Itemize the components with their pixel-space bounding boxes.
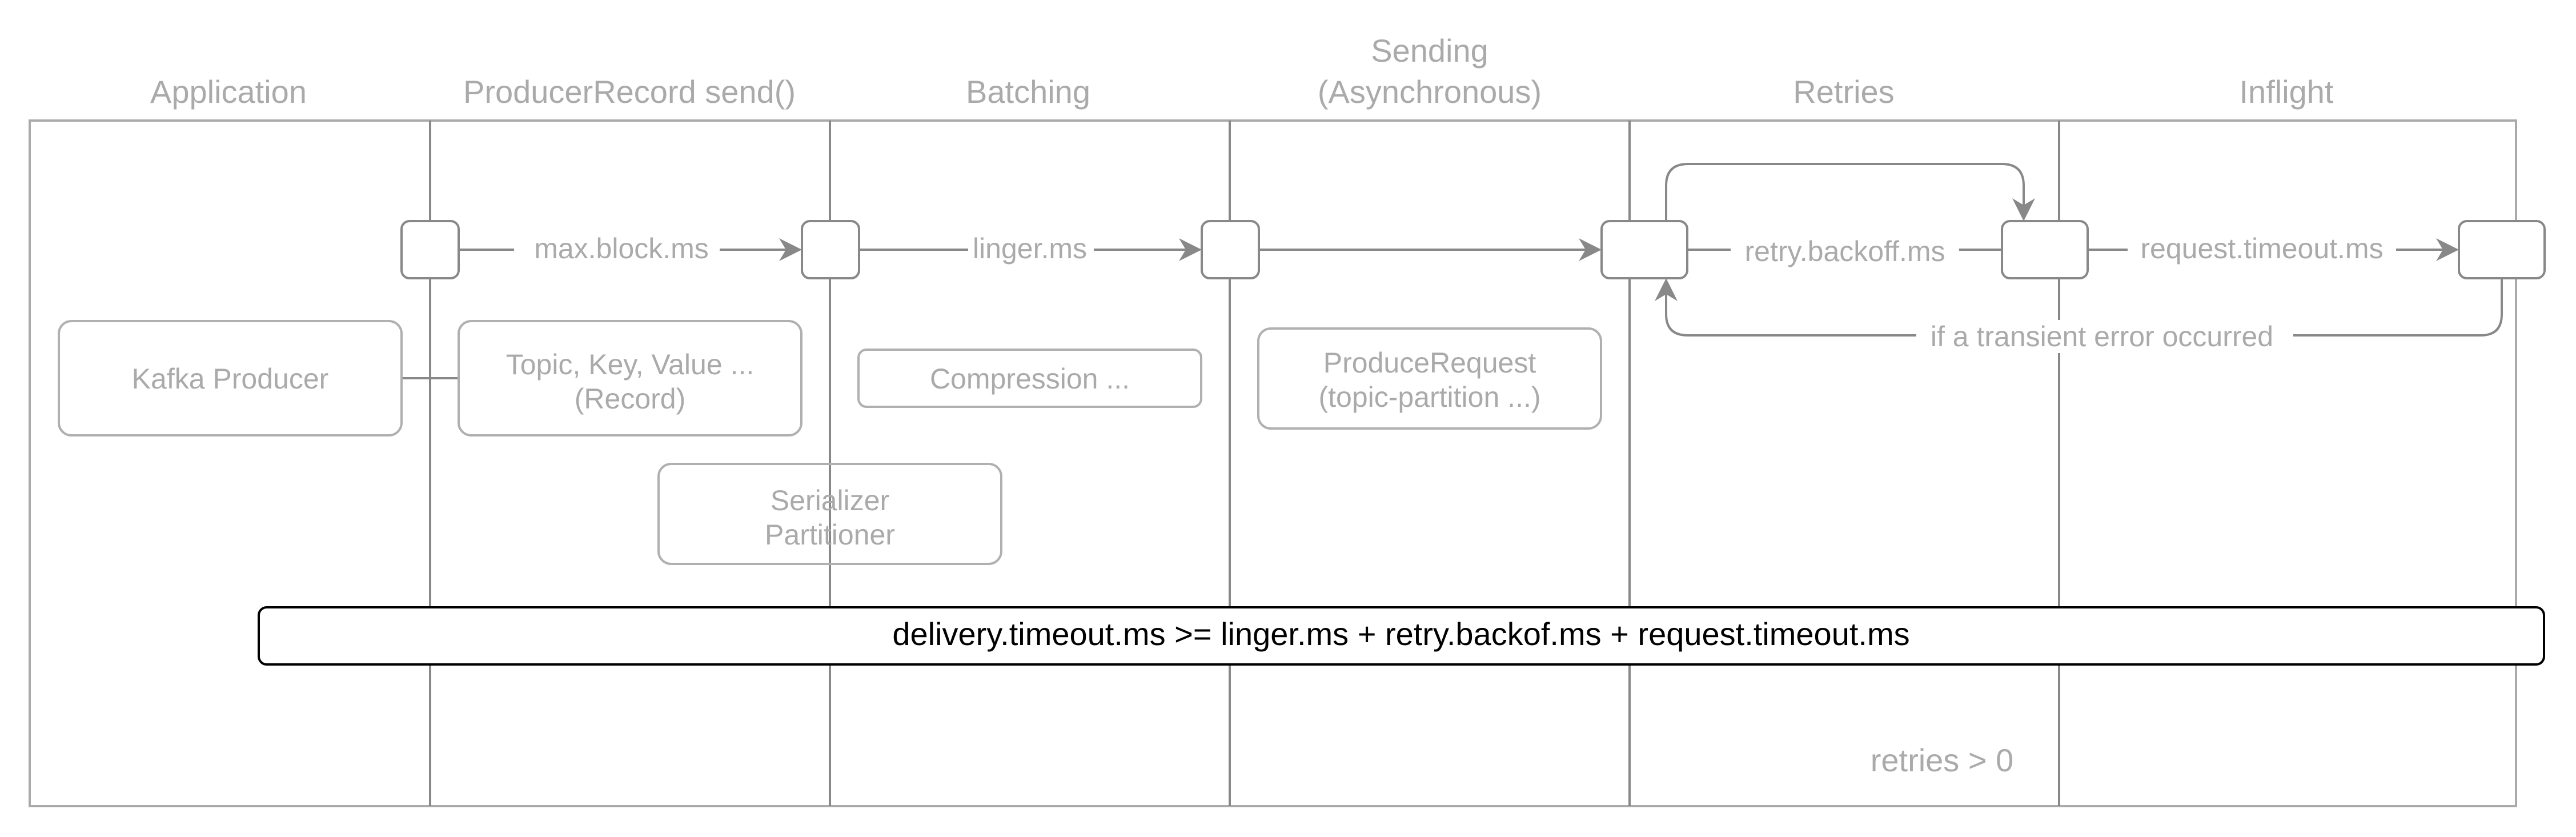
produce-request-label-line2: (topic-partition ...): [1318, 381, 1540, 413]
record-label-line1: Topic, Key, Value ...: [506, 349, 754, 381]
swimlane-frame: [29, 119, 2517, 807]
record-label-line2: (Record): [575, 383, 685, 415]
compression-label: Compression ...: [930, 363, 1130, 395]
lane-title-inflight: Inflight: [2240, 74, 2334, 110]
kafka-producer-label: Kafka Producer: [132, 363, 329, 395]
formula-box: [258, 606, 2545, 666]
lane-title-sending: Sending: [1371, 33, 1488, 69]
serializer-label-line1: Serializer: [771, 484, 889, 516]
formula-text: delivery.timeout.ms >= linger.ms + retry…: [892, 616, 1909, 652]
edge-label-linger: linger.ms: [973, 233, 1087, 265]
lane-title-batching: Batching: [966, 74, 1090, 110]
arrow-retry-loop-top: [1665, 163, 2035, 221]
edge-label-request-timeout: request.timeout.ms: [2140, 233, 2383, 265]
edge-label-retry-backoff: retry.backoff.ms: [1744, 235, 1945, 267]
produce-request-label-line1: ProduceRequest: [1323, 347, 1536, 379]
lane-title-retries: Retries: [1793, 74, 1894, 110]
step-nodes: [400, 220, 2546, 279]
node-batch: [801, 220, 860, 279]
lane-title-send: ProducerRecord send(): [463, 74, 796, 110]
produce-request-box: [1257, 327, 1602, 430]
node-retry: [1600, 220, 1688, 279]
compression-box: [857, 349, 1202, 408]
edge-label-transient-error: if a transient error occurred: [1931, 321, 2273, 353]
lane-title-sending-sub: (Asynchronous): [1318, 74, 1542, 110]
kafka-producer-box: [58, 320, 403, 436]
node-sending: [1201, 220, 1260, 279]
lane-title-application: Application: [150, 74, 307, 110]
node-send: [400, 220, 460, 279]
node-end: [2458, 220, 2546, 279]
serializer-box: [657, 463, 1002, 565]
serializer-label-line2: Partitioner: [765, 519, 895, 551]
retries-note: retries > 0: [1871, 742, 2014, 778]
node-inflight: [2001, 220, 2089, 279]
record-box: [458, 320, 803, 436]
edge-label-max-block: max.block.ms: [534, 233, 709, 265]
